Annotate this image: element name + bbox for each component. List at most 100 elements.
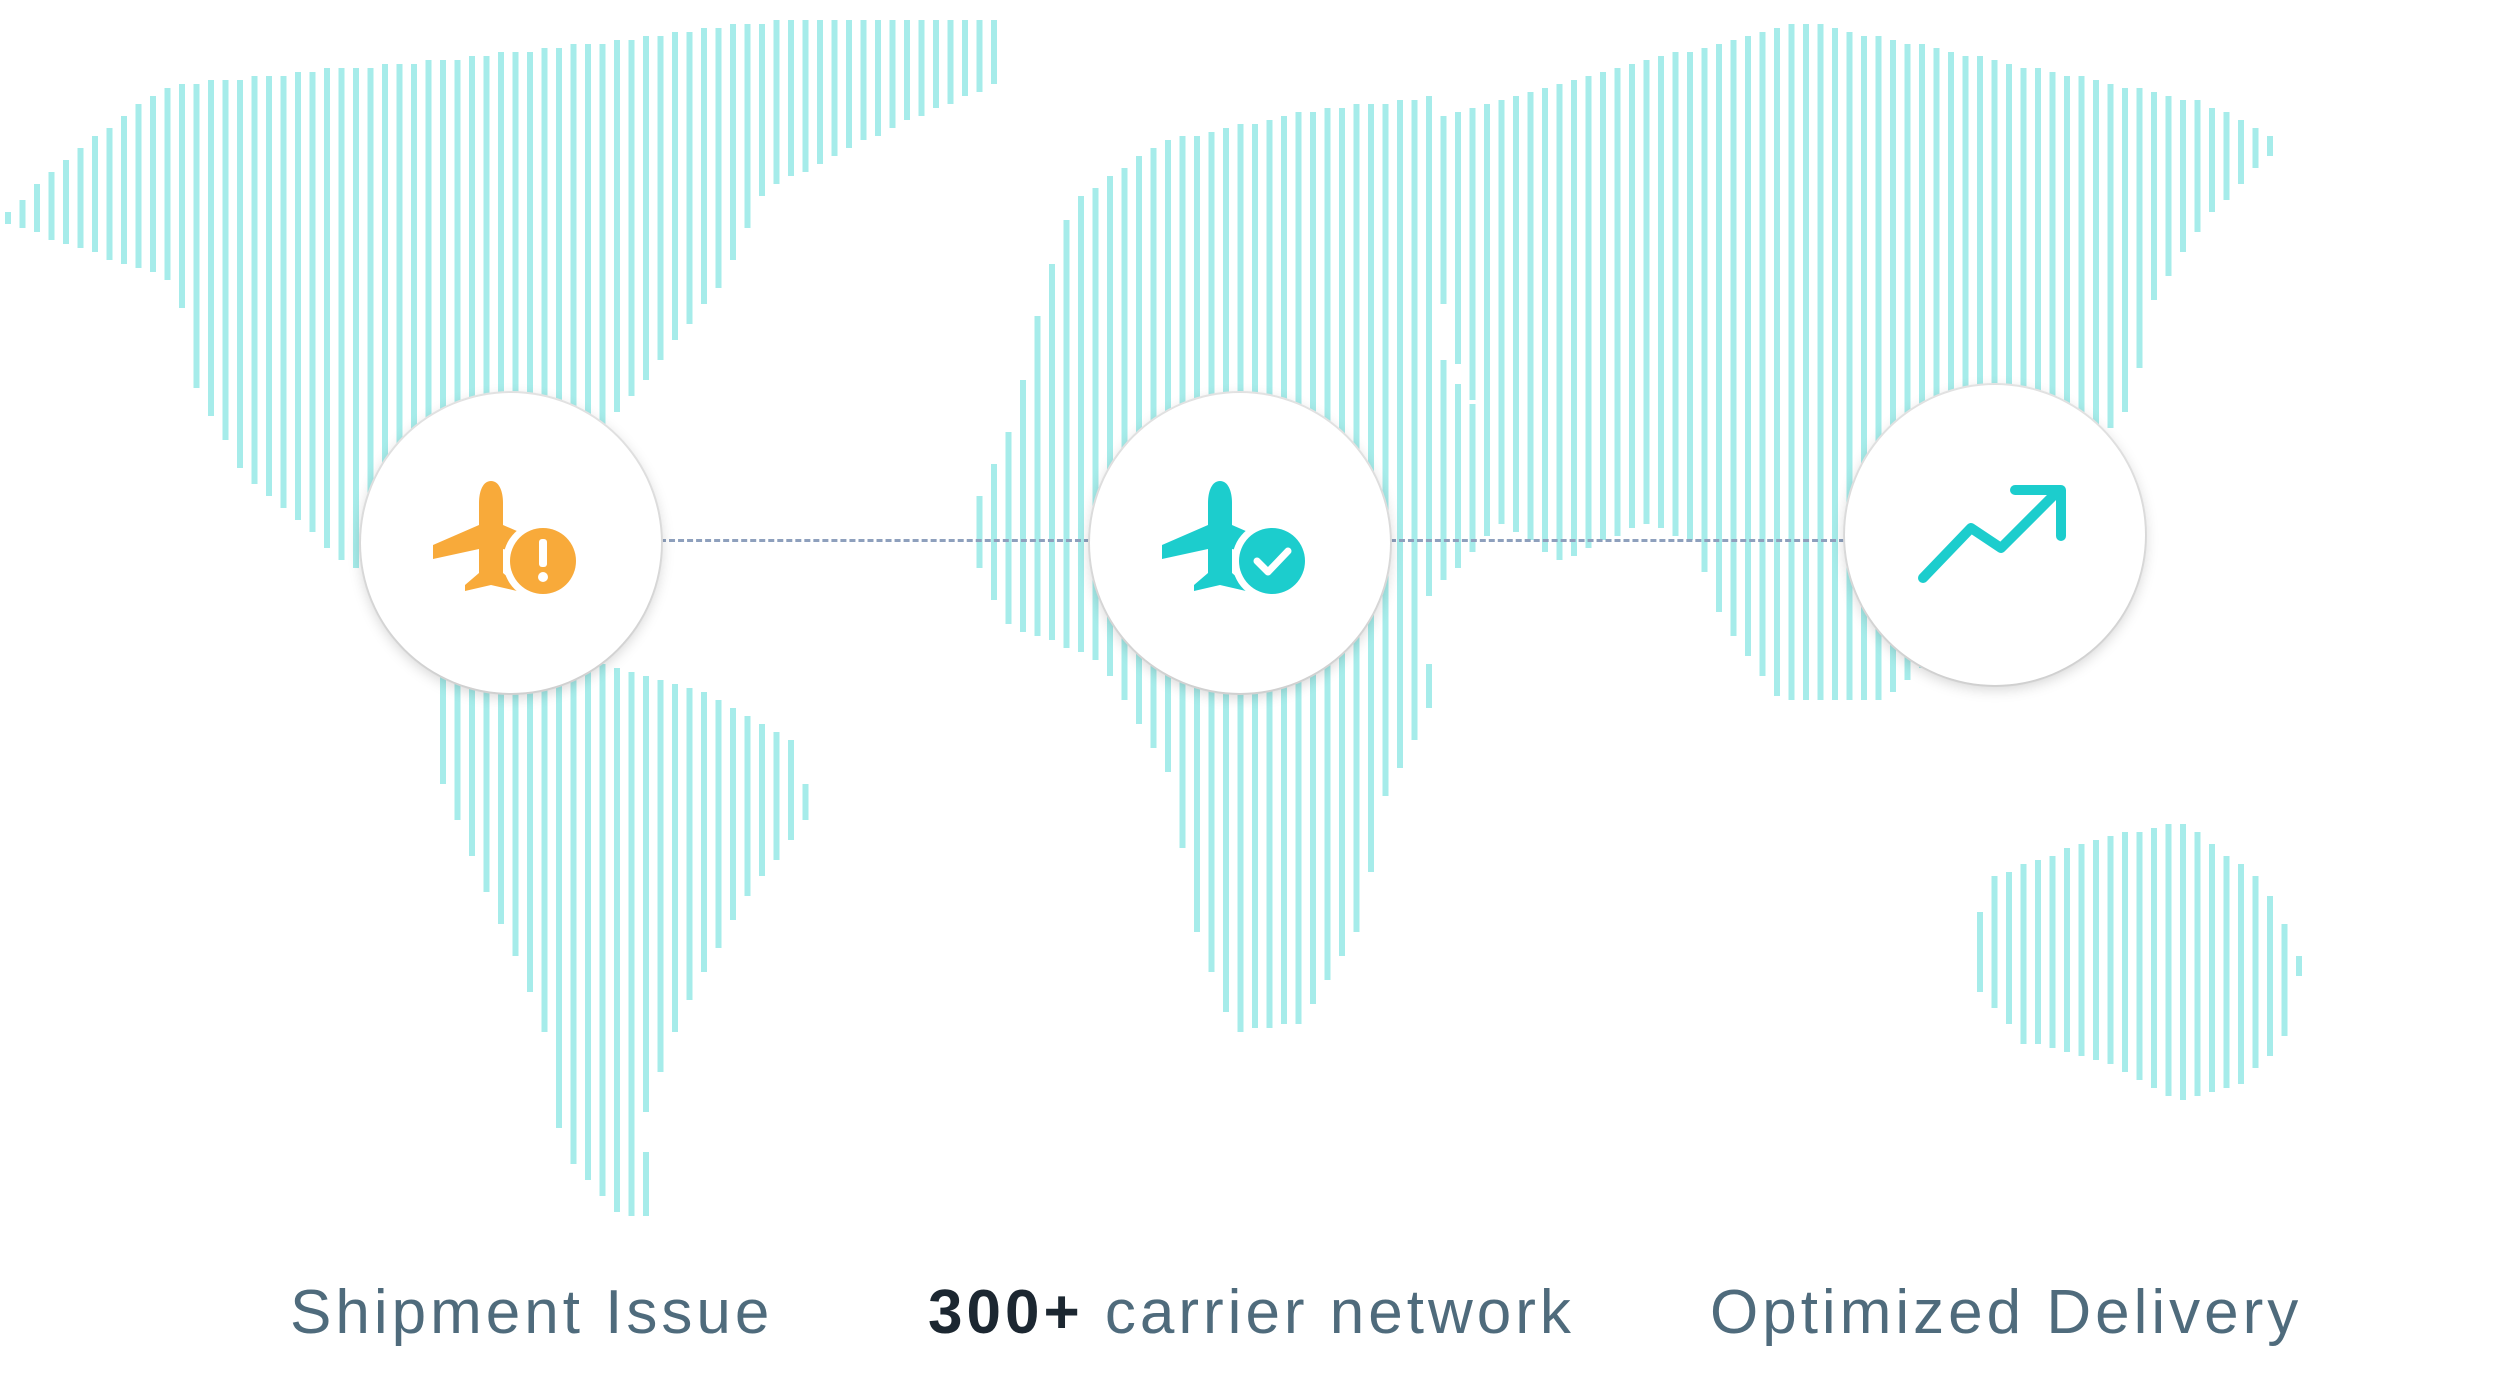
map-bar bbox=[1904, 44, 1911, 680]
map-bar bbox=[2006, 872, 2012, 1024]
map-bar bbox=[1469, 108, 1476, 400]
map-bar bbox=[2049, 856, 2056, 1048]
map-bar bbox=[2049, 72, 2056, 500]
map-bar bbox=[730, 708, 736, 920]
map-bar bbox=[976, 20, 983, 92]
map-bar bbox=[2035, 860, 2041, 1044]
map-bar bbox=[1643, 60, 1650, 524]
map-bar bbox=[2238, 864, 2244, 1084]
map-bar bbox=[2267, 896, 2273, 1056]
map-bar bbox=[1484, 104, 1490, 536]
map-bar bbox=[454, 60, 461, 564]
map-bar bbox=[701, 28, 707, 304]
map-bar bbox=[817, 20, 823, 164]
map-bar bbox=[527, 656, 533, 992]
map-bar bbox=[469, 660, 475, 856]
map-bar bbox=[48, 172, 55, 240]
map-bar bbox=[947, 20, 954, 104]
map-bar bbox=[324, 68, 330, 548]
map-bar bbox=[34, 184, 40, 232]
map-bar bbox=[1658, 56, 1664, 528]
map-bar bbox=[295, 72, 301, 520]
map-bar bbox=[585, 660, 591, 1180]
map-bar bbox=[1469, 404, 1476, 552]
map-bar bbox=[2136, 88, 2143, 368]
map-bar bbox=[251, 76, 258, 484]
map-bar bbox=[1078, 196, 1084, 652]
map-bar bbox=[2238, 120, 2244, 184]
connector-line-right bbox=[1390, 539, 1845, 542]
map-bar bbox=[1426, 664, 1432, 708]
map-bar bbox=[802, 784, 809, 820]
map-bar bbox=[715, 700, 722, 948]
map-bar bbox=[2020, 864, 2027, 1044]
map-bar bbox=[498, 656, 504, 924]
map-bar bbox=[556, 652, 562, 1128]
map-bar bbox=[1005, 432, 1012, 624]
carrier-network-label: 300+ carrier network bbox=[928, 1282, 1575, 1344]
map-bar bbox=[237, 80, 243, 468]
map-bar bbox=[1817, 24, 1824, 700]
map-bar bbox=[440, 660, 446, 784]
map-bar bbox=[2180, 100, 2186, 252]
trending-up-icon bbox=[1918, 485, 2066, 583]
map-bar bbox=[788, 20, 794, 176]
map-bar bbox=[2093, 840, 2099, 1060]
map-bar bbox=[1600, 72, 1606, 540]
map-bar bbox=[2281, 924, 2288, 1036]
map-bar bbox=[2252, 128, 2259, 168]
map-bar bbox=[338, 68, 345, 560]
map-bar bbox=[541, 652, 548, 1032]
map-bar bbox=[1890, 40, 1896, 692]
map-bar bbox=[991, 20, 997, 84]
map-bar bbox=[846, 20, 852, 148]
map-bar bbox=[1121, 168, 1128, 700]
map-bar bbox=[92, 136, 98, 252]
map-bar bbox=[657, 680, 664, 1072]
map-bar bbox=[701, 692, 707, 972]
map-bar bbox=[512, 52, 519, 560]
map-bar bbox=[150, 96, 156, 272]
map-bar bbox=[1426, 96, 1432, 596]
map-bar bbox=[1861, 36, 1867, 700]
map-bar bbox=[222, 80, 229, 440]
map-bar bbox=[411, 64, 417, 596]
map-bar bbox=[628, 40, 635, 396]
carrier-network-text: carrier network bbox=[1104, 1278, 1575, 1347]
map-bar bbox=[643, 1152, 649, 1216]
map-bar bbox=[1919, 44, 1925, 668]
map-bar bbox=[440, 60, 446, 576]
map-bar bbox=[2064, 76, 2070, 480]
shipment-issue-node bbox=[361, 393, 661, 693]
map-bar bbox=[2151, 828, 2157, 1088]
map-bar bbox=[1716, 44, 1722, 612]
map-bar bbox=[2165, 824, 2172, 1096]
map-bar bbox=[730, 24, 736, 260]
map-bar bbox=[1687, 52, 1693, 540]
map-bar bbox=[643, 676, 649, 1112]
map-bar bbox=[193, 84, 200, 388]
map-bar bbox=[1034, 316, 1041, 636]
map-bar bbox=[2020, 68, 2027, 536]
map-bar bbox=[2006, 64, 2012, 556]
map-bar bbox=[1672, 52, 1679, 536]
map-bar bbox=[2165, 96, 2172, 276]
map-bar bbox=[512, 656, 519, 956]
map-bar bbox=[1107, 176, 1113, 676]
map-bar bbox=[19, 200, 26, 228]
map-bar bbox=[1542, 88, 1548, 552]
map-bar bbox=[2107, 836, 2114, 1064]
optimized-delivery-label: Optimized Delivery bbox=[1710, 1278, 2303, 1347]
map-bar bbox=[77, 148, 84, 248]
map-bar bbox=[353, 68, 359, 568]
map-bar bbox=[2194, 100, 2201, 232]
map-bar bbox=[1991, 60, 1998, 576]
map-bar bbox=[570, 656, 577, 1164]
plane-alert-icon bbox=[433, 481, 583, 601]
map-bar bbox=[1803, 24, 1809, 700]
map-bar bbox=[831, 20, 838, 156]
map-bar bbox=[1846, 32, 1853, 700]
map-bar bbox=[2209, 108, 2215, 212]
map-bar bbox=[1020, 380, 1026, 632]
map-bar bbox=[614, 40, 620, 412]
